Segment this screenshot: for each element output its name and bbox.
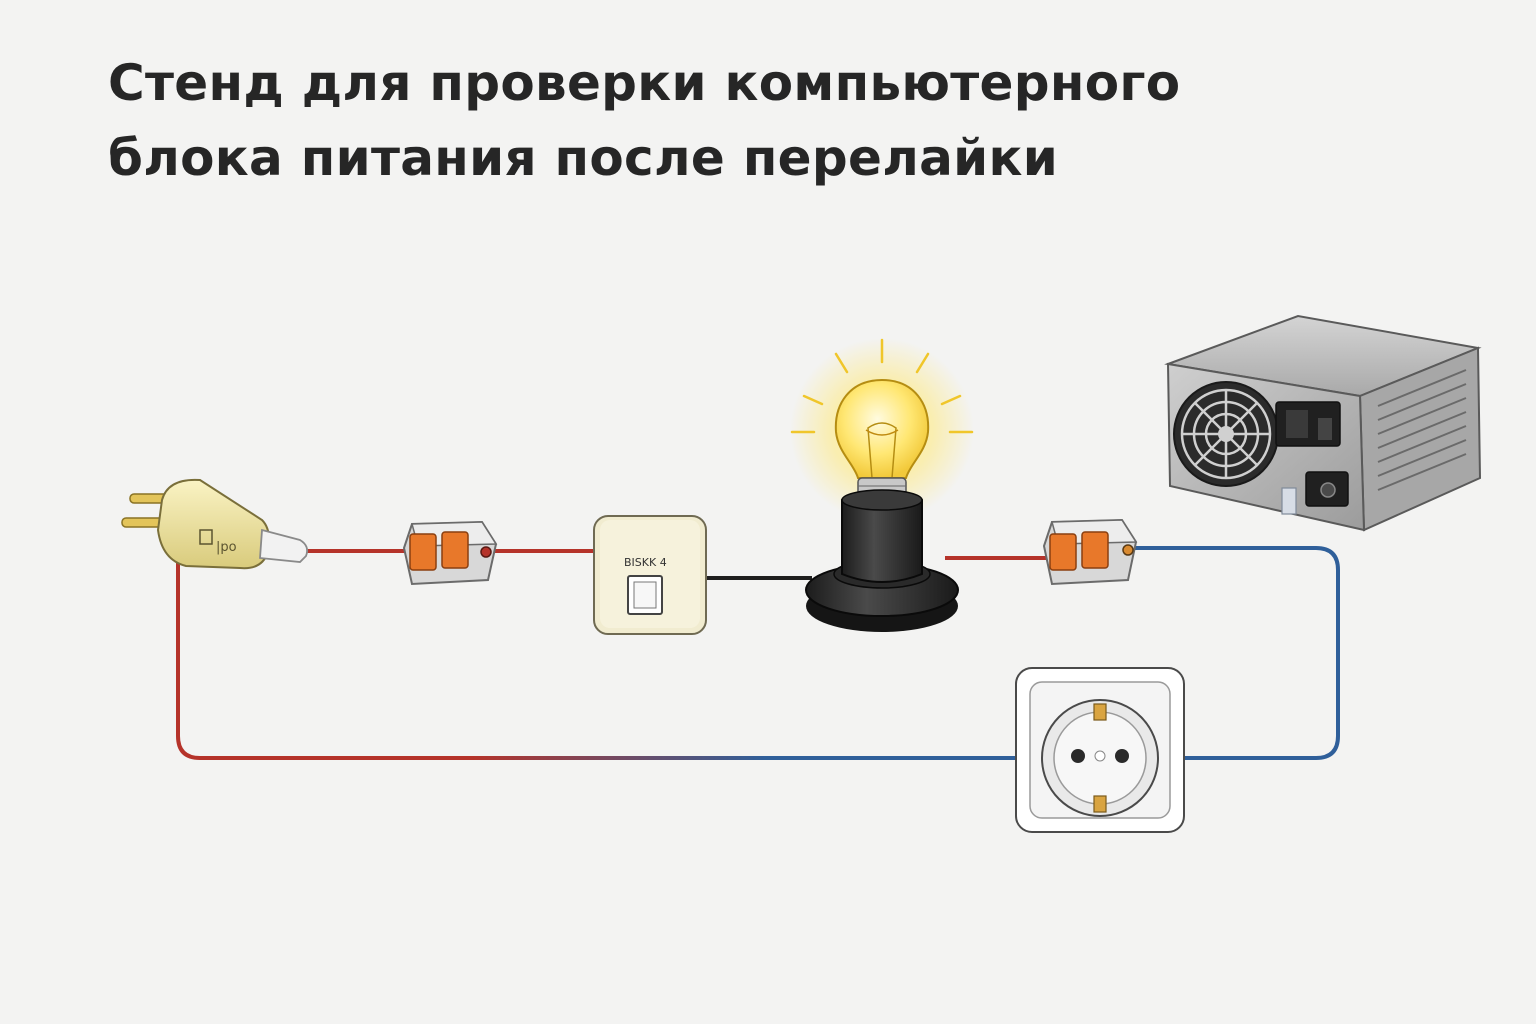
psu-vent-slots — [1377, 369, 1467, 491]
power-socket-icon — [1015, 667, 1185, 833]
wago-connector-icon — [1042, 518, 1138, 586]
switch-label: BISKK 4 — [624, 556, 667, 569]
light-bulb-icon — [790, 338, 974, 522]
plug-label: |po — [216, 540, 237, 555]
light-rays — [790, 338, 974, 434]
page-title: Стенд для проверки компьютерного блока п… — [108, 46, 1308, 196]
title-line-2: блока питания после перелайки — [108, 129, 1059, 187]
wago-connector-icon — [402, 520, 498, 586]
lamp-socket-icon — [805, 489, 959, 632]
title-line-1: Стенд для проверки компьютерного — [108, 54, 1181, 112]
wire-connector-to-socket — [1126, 546, 1340, 760]
plug-icon: |po — [121, 478, 309, 570]
wires — [176, 546, 1340, 760]
wire-plug-to-socket — [176, 560, 1018, 760]
wall-switch-icon: BISKK 4 — [593, 515, 707, 635]
power-supply-icon — [1164, 314, 1482, 532]
